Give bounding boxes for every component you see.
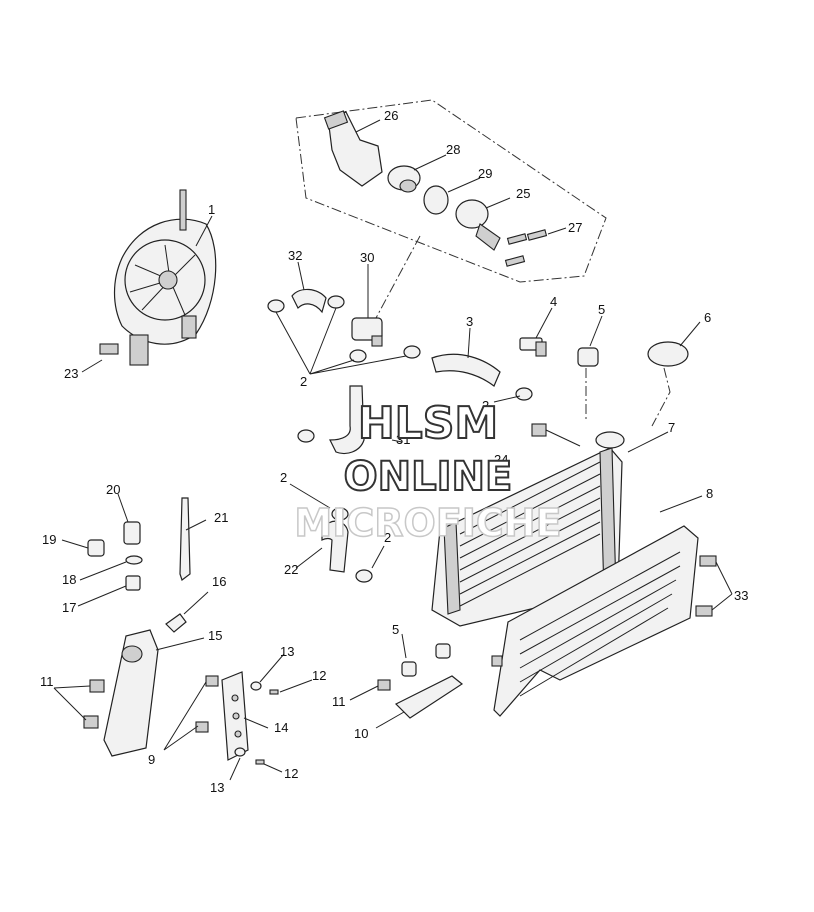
callout-12a: 12 [312,668,326,683]
washer-upper [250,681,262,691]
fan-bolt [99,343,119,355]
callout-20: 20 [106,482,120,497]
temperature-sensor [531,423,581,447]
screw-lower [255,759,265,765]
callout-13b: 13 [210,780,224,795]
radiator [431,431,625,627]
guard-bolt-lower [695,605,713,617]
bracket-stud-lower [195,721,209,733]
overflow-hose [179,497,191,581]
reservoir-seal [125,555,143,565]
callout-6: 6 [704,310,711,325]
thermostat-group-link [375,235,421,319]
cooling-fan [113,189,217,366]
reservoir-bolt-upper [89,679,105,693]
thermostat-group-outline [295,99,607,283]
radiator-guard [493,525,699,717]
callout-7: 7 [668,420,675,435]
callout-12b: 12 [284,766,298,781]
rubber-grommet-lower-a [401,661,417,677]
reservoir-bolt-lower [83,715,99,729]
callout-3: 3 [466,314,473,329]
callout-4: 4 [550,294,557,309]
guard-bolt-left [491,655,503,667]
radiator-cap-leader-dashed [651,367,671,427]
callout-21: 21 [214,510,228,525]
callout-19: 19 [42,532,56,547]
callout-16: 16 [212,574,226,589]
callout-23: 23 [64,366,78,381]
thermostat-bolt-b [526,229,548,241]
hose-clamp-d [403,345,421,359]
callout-13a: 13 [280,644,294,659]
callout-17: 17 [62,600,76,615]
callout-25: 25 [516,186,530,201]
callout-24: 24 [494,452,508,467]
hose-fitting [165,613,187,633]
callout-28: 28 [446,142,460,157]
bracket-stud-upper [205,675,219,687]
screw-upper [269,689,279,695]
thermostat-cover [455,199,501,251]
washer-lower [234,747,246,757]
upper-radiator-hose [431,353,501,387]
coolant-reservoir [103,629,159,757]
hose-clamp-a [267,299,285,313]
callout-29: 29 [478,166,492,181]
hose-clamp-c [349,349,367,363]
callout-9: 9 [148,752,155,767]
callout-5a: 5 [598,302,605,317]
watermark-line-3: MICROFICHE [294,501,561,545]
callout-31: 31 [396,432,410,447]
callout-11a: 11 [40,674,54,689]
radiator-mount-bracket [394,675,464,719]
thermostat-o-ring [423,185,449,215]
callout-10: 10 [354,726,368,741]
callout-26: 26 [384,108,398,123]
callout-30: 30 [360,250,374,265]
callout-2b: 2 [482,398,489,413]
callout-2a: 2 [300,374,307,389]
rubber-grommet-upper [577,347,599,367]
lower-radiator-hose [321,520,349,573]
callout-33: 33 [734,588,748,603]
callout-5b: 5 [392,622,399,637]
reservoir-filler-cap [123,521,141,545]
hose-clamp-f [297,429,315,443]
callout-11b: 11 [332,694,346,709]
callout-22: 22 [284,562,298,577]
watermark-line-2: ONLINE [344,454,513,500]
hose-small-elbow [291,288,327,314]
thermostat [387,165,421,193]
callout-8: 8 [706,486,713,501]
bracket-bolt [377,679,391,691]
reservoir-mount-bracket [221,671,249,761]
radiator-hose-vertical [329,385,365,455]
callout-2d: 2 [384,530,391,545]
reservoir-cap-rubber [87,539,105,557]
hose-clamp-g [331,507,349,521]
callout-14: 14 [274,720,288,735]
hose-clamp-h [355,569,373,583]
callout-1: 1 [208,202,215,217]
hose-clamp-b [327,295,345,309]
thermostat-bolt-c [504,255,526,267]
callout-18: 18 [62,572,76,587]
thermostat-housing-outlet [323,110,383,187]
guard-bolt-upper [699,555,717,567]
radiator-cap [647,341,689,367]
callout-27: 27 [568,220,582,235]
callout-32: 32 [288,248,302,263]
thermo-switch-fitting [351,317,383,347]
callout-2c: 2 [280,470,287,485]
callout-15: 15 [208,628,222,643]
reservoir-neck [125,575,141,591]
leader-lines [53,119,733,781]
rubber-grommet-lower-b [435,643,451,659]
fan-switch [519,337,547,357]
hose-clamp-e [515,387,533,401]
thermostat-bolt-a [506,233,528,245]
watermark-line-1: HLSM [358,398,498,449]
